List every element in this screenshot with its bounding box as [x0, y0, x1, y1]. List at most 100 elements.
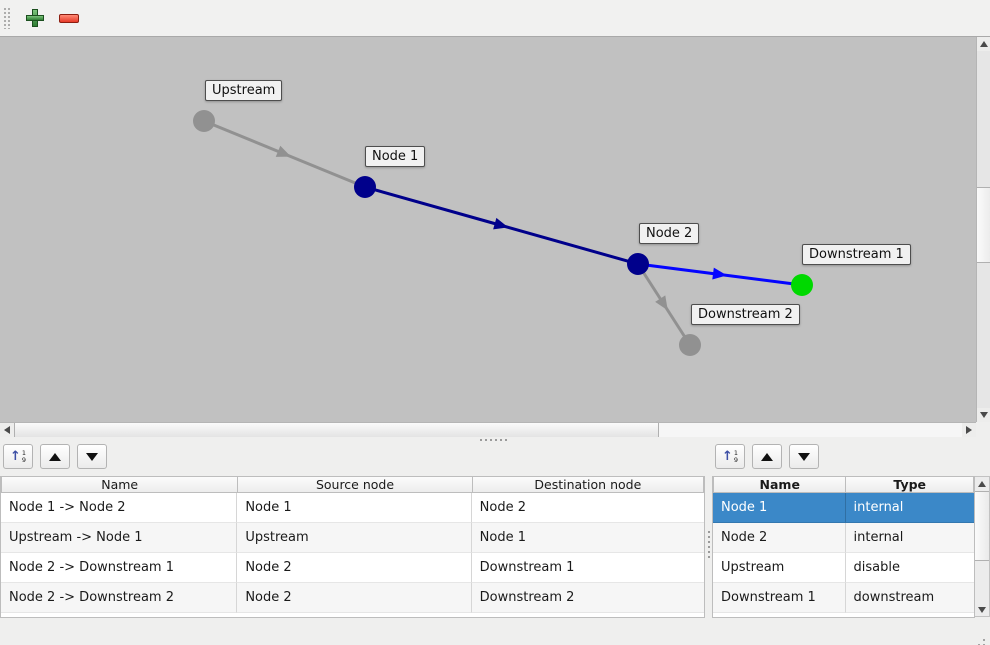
node-label-downstream1[interactable]: Downstream 1 [802, 244, 911, 265]
arrow-down-icon [798, 452, 810, 461]
triangle-down-icon [978, 606, 986, 613]
edges-sort-button[interactable]: ↑ 1 9 [3, 444, 33, 469]
column-header-type[interactable]: Type [845, 476, 974, 493]
cell-destination: Downstream 2 [471, 583, 704, 613]
scroll-up-stepper[interactable] [975, 477, 989, 490]
cell-type: disable [845, 553, 974, 583]
node-downstream1[interactable] [791, 274, 813, 296]
table-row[interactable]: Upstream -> Node 1 Upstream Node 1 [1, 523, 704, 553]
graph-canvas-area: Upstream Node 1 Node 2 Downstream 1 Down… [0, 37, 990, 437]
canvas-panels-splitter[interactable] [0, 437, 990, 443]
cell-type: internal [845, 523, 974, 553]
graph-canvas[interactable]: Upstream Node 1 Node 2 Downstream 1 Down… [0, 37, 976, 422]
cell-name: Node 2 [713, 523, 846, 553]
column-header-destination[interactable]: Destination node [471, 476, 704, 493]
add-button[interactable] [20, 3, 50, 33]
node-node1[interactable] [354, 176, 376, 198]
sort-ascending-icon: ↑ 1 9 [721, 448, 739, 464]
node-upstream[interactable] [193, 110, 215, 132]
node-downstream2[interactable] [679, 334, 701, 356]
toolbar-drag-handle[interactable] [3, 7, 12, 29]
edges-panel-toolbar: ↑ 1 9 [0, 443, 707, 470]
table-row[interactable]: Node 2 -> Downstream 1 Node 2 Downstream… [1, 553, 704, 583]
scroll-down-stepper[interactable] [977, 408, 990, 422]
edges-move-up-button[interactable] [40, 444, 70, 469]
status-strip [0, 630, 990, 645]
splitter-grip-icon [708, 531, 710, 533]
cell-source: Upstream [237, 523, 472, 553]
nodes-move-down-button[interactable] [789, 444, 819, 469]
nodes-table-header: Name Type [713, 476, 974, 493]
triangle-down-icon [979, 412, 988, 418]
node-label-upstream[interactable]: Upstream [205, 80, 283, 101]
canvas-hscrollbar[interactable] [0, 422, 976, 437]
node-label-node2[interactable]: Node 2 [639, 223, 700, 244]
vscroll-thumb[interactable] [975, 491, 989, 561]
canvas-vscrollbar[interactable] [976, 37, 990, 422]
resize-grip-icon[interactable] [983, 639, 985, 641]
nodes-move-up-button[interactable] [752, 444, 782, 469]
scrollbar-corner [976, 422, 990, 437]
empty-row [1, 613, 704, 617]
scroll-up-stepper[interactable] [977, 37, 990, 51]
cell-name: Upstream [713, 553, 846, 583]
table-row-selected[interactable]: Node 1 internal [713, 493, 974, 523]
table-row[interactable]: Node 2 internal [713, 523, 974, 553]
table-row[interactable]: Node 1 -> Node 2 Node 1 Node 2 [1, 493, 704, 523]
edges-move-down-button[interactable] [77, 444, 107, 469]
triangle-right-icon [966, 426, 972, 434]
cell-name: Upstream -> Node 1 [1, 523, 238, 553]
cell-name: Downstream 1 [713, 583, 846, 613]
arrow-down-icon [86, 452, 98, 461]
scroll-left-stepper[interactable] [0, 423, 14, 437]
edge-upstream-node1[interactable] [203, 119, 366, 189]
cell-type: downstream [845, 583, 974, 613]
plus-icon [26, 9, 44, 27]
edge-node1-node2[interactable] [364, 185, 639, 266]
cell-type: internal [845, 493, 974, 523]
edge-node2-downstream2[interactable] [636, 263, 692, 346]
sort-ascending-icon: ↑ 1 9 [9, 448, 27, 464]
nodes-table: Name Type Node 1 internal Node 2 interna… [712, 476, 975, 618]
column-header-name[interactable]: Name [1, 476, 238, 493]
arrow-up-icon [49, 452, 61, 461]
edges-panel: ↑ 1 9 Name Source node Destination node [0, 443, 707, 630]
splitter-grip-icon [480, 439, 482, 441]
triangle-up-icon [978, 480, 986, 487]
node-label-node1[interactable]: Node 1 [365, 146, 426, 167]
bottom-panels: ↑ 1 9 Name Source node Destination node [0, 443, 990, 630]
vscroll-thumb[interactable] [977, 187, 990, 263]
table-row[interactable]: Upstream disable [713, 553, 974, 583]
cell-source: Node 2 [237, 553, 472, 583]
cell-name: Node 2 -> Downstream 1 [1, 553, 238, 583]
graph-svg [193, 110, 813, 356]
cell-name: Node 1 -> Node 2 [1, 493, 238, 523]
edge-node2-downstream1[interactable] [637, 262, 803, 287]
remove-button[interactable] [54, 3, 84, 33]
cell-destination: Downstream 1 [471, 553, 704, 583]
edges-table-header: Name Source node Destination node [1, 476, 704, 493]
edges-table: Name Source node Destination node Node 1… [0, 476, 705, 618]
cell-destination: Node 2 [471, 493, 704, 523]
minus-icon [59, 13, 79, 23]
scroll-down-stepper[interactable] [975, 603, 989, 616]
cell-source: Node 2 [237, 583, 472, 613]
node-node2[interactable] [627, 253, 649, 275]
panels-splitter[interactable] [707, 443, 712, 630]
empty-row [713, 613, 974, 617]
main-toolbar [0, 0, 990, 37]
table-row[interactable]: Downstream 1 downstream [713, 583, 974, 613]
scroll-right-stepper[interactable] [962, 423, 976, 437]
nodes-panel-toolbar: ↑ 1 9 [712, 443, 990, 470]
triangle-up-icon [979, 41, 988, 47]
node-label-downstream2[interactable]: Downstream 2 [691, 304, 800, 325]
cell-source: Node 1 [237, 493, 472, 523]
arrow-up-icon [761, 452, 773, 461]
table-row[interactable]: Node 2 -> Downstream 2 Node 2 Downstream… [1, 583, 704, 613]
nodes-panel: ↑ 1 9 Name Type No [712, 443, 990, 630]
nodes-sort-button[interactable]: ↑ 1 9 [715, 444, 745, 469]
nodes-table-vscrollbar[interactable] [975, 476, 990, 617]
column-header-source[interactable]: Source node [237, 476, 472, 493]
column-header-name[interactable]: Name [713, 476, 846, 493]
hscroll-thumb[interactable] [14, 423, 659, 437]
